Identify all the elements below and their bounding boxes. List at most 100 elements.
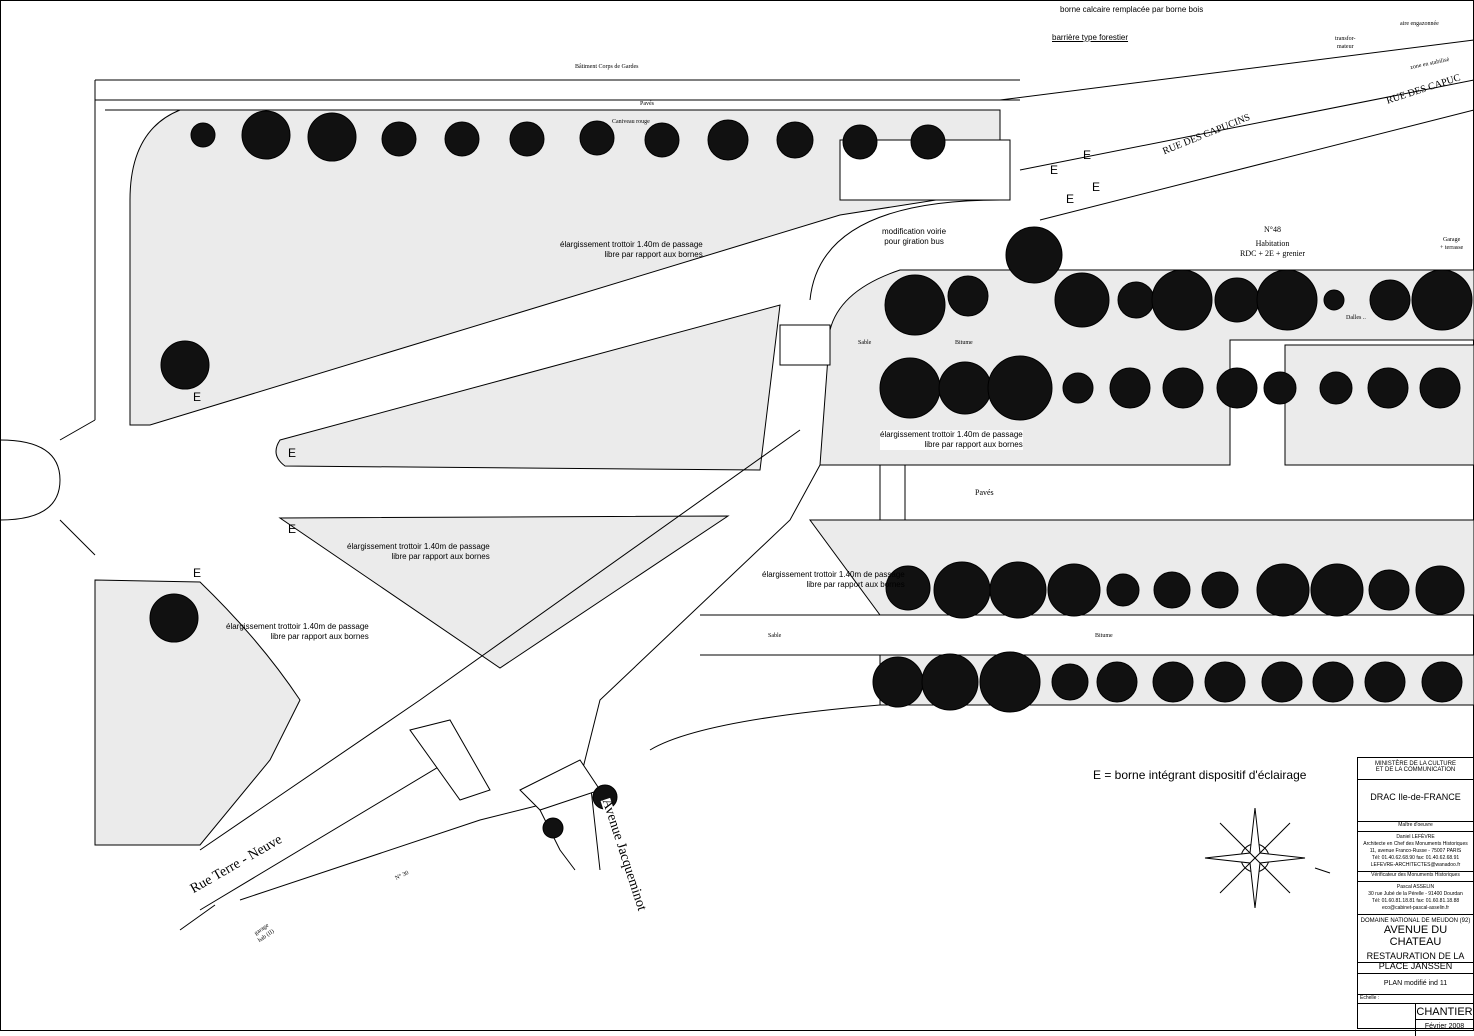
tree-icon: [776, 121, 814, 159]
n48-floors: RDC + 2E + grenier: [1240, 249, 1306, 258]
trees: [149, 110, 1473, 839]
restauration-line-2: PLACE JANSSEN: [1378, 961, 1453, 971]
tree-icon: [979, 651, 1041, 713]
caniveau-label: Caniveau rouge: [612, 119, 650, 125]
tree-icon: [1109, 367, 1151, 409]
elargissement-note-5: élargissement trottoir 1.40m de passage: [226, 622, 369, 631]
tree-icon: [307, 112, 357, 162]
tree-icon: [1415, 565, 1465, 615]
maitre-title: Architecte en Chef des Monuments Histori…: [1363, 841, 1468, 847]
tree-icon: [872, 656, 924, 708]
elargissement-note-1b: libre par rapport aux bornes: [604, 250, 703, 259]
road-lines: [0, 39, 1474, 931]
tree-icon: [1201, 571, 1239, 609]
tree-icon: [885, 565, 931, 611]
plan-label: PLAN modifié ind 11: [1358, 974, 1473, 995]
tree-icon: [579, 120, 615, 156]
tree-icon: [241, 110, 291, 160]
elargissement-note-2: élargissement trottoir 1.40m de passage: [880, 430, 1023, 439]
tree-icon: [1364, 661, 1406, 703]
tree-icon: [1162, 367, 1204, 409]
tree-icon: [542, 817, 564, 839]
verif-phone: Tél: 01.60.81.18.81 fax: 01.60.81.18.88: [1371, 898, 1460, 904]
tree-icon: [707, 119, 749, 161]
tree-icon: [1319, 371, 1353, 405]
tree-icon: [444, 121, 480, 157]
tree-icon: [1047, 563, 1101, 617]
tree-icon: [190, 122, 216, 148]
legend: E = borne intégrant dispositif d'éclaira…: [1093, 768, 1307, 782]
tree-icon: [1151, 269, 1213, 331]
lamp-marker: E: [288, 446, 297, 460]
paves-center-label: Pavés: [975, 488, 994, 497]
tree-icon: [1153, 571, 1191, 609]
tree-icon: [1005, 226, 1063, 284]
giration-callout-2: pour giration bus: [884, 237, 944, 246]
restauration-line-1: RESTAURATION DE LA: [1366, 951, 1465, 961]
tree-icon: [1117, 281, 1155, 319]
sable-label-2: Sable: [768, 633, 782, 639]
tree-icon: [1051, 663, 1089, 701]
lamp-marker: E: [1092, 180, 1101, 194]
tree-icon: [1054, 272, 1110, 328]
elargissement-note-4: élargissement trottoir 1.40m de passage: [762, 570, 905, 579]
tree-icon: [1312, 661, 1354, 703]
maitre-phone: Tél: 01.40.62.68.90 fax: 01.40.62.68.91: [1371, 855, 1460, 861]
lamp-marker: E: [193, 390, 202, 404]
avenue-title: AVENUE DU CHATEAU: [1383, 924, 1448, 948]
tree-icon: [1096, 661, 1138, 703]
tree-icon: [842, 124, 878, 160]
aire-label: aire engazonnée: [1400, 21, 1439, 27]
maitre-email: LEFEVRE-ARCHITECTES@wanadoo.fr: [1370, 862, 1461, 868]
tree-icon: [381, 121, 417, 157]
elargissement-note-2b: libre par rapport aux bornes: [924, 440, 1023, 449]
date-label: Février 2008: [1424, 1023, 1465, 1030]
tree-icon: [938, 361, 992, 415]
transfo-label-2: mateur: [1336, 44, 1354, 50]
tree-icon: [1204, 661, 1246, 703]
ministere-line-1: MINISTÈRE DE LA CULTURE: [1375, 761, 1456, 767]
n48-number: N°48: [1264, 225, 1281, 234]
terrasse-label: + terrasse: [1440, 245, 1464, 251]
elargissement-note-4b: libre par rapport aux bornes: [806, 580, 905, 589]
tree-icon: [1419, 367, 1461, 409]
tree-icon: [989, 561, 1047, 619]
garage-label: Garage: [1442, 237, 1461, 243]
bitume-label-2: Bitume: [1095, 633, 1113, 639]
sable-label: Sable: [858, 340, 872, 346]
drac-label: DRAC Ile-de-FRANCE: [1358, 780, 1473, 822]
tree-icon: [149, 593, 199, 643]
verif-label: Vérificateur des Monuments Historiques: [1358, 872, 1473, 882]
borne-callout: borne calcaire remplacée par borne bois: [1060, 5, 1204, 15]
tree-icon: [1263, 371, 1297, 405]
tree-icon: [160, 340, 210, 390]
tree-icon: [1256, 563, 1310, 617]
tree-icon: [1216, 367, 1258, 409]
elargissement-note-3: élargissement trottoir 1.40m de passage: [347, 542, 490, 551]
elargissement-note-3b: libre par rapport aux bornes: [391, 552, 490, 561]
compass-rose: [1204, 807, 1331, 909]
tree-icon: [509, 121, 545, 157]
verif-email: eco@cabinet-pascal-asselin.fr: [1381, 905, 1450, 911]
tree-icon: [1369, 279, 1411, 321]
tree-icon: [1421, 661, 1463, 703]
domaine-label: DOMAINE NATIONAL DE MEUDON (92): [1360, 918, 1471, 924]
north-lawn: [105, 109, 1001, 426]
central-island: [275, 304, 781, 471]
tree-icon: [1256, 269, 1318, 331]
verif-name: Pascal ASSELIN: [1396, 884, 1435, 890]
south-island: [278, 515, 730, 669]
title-block: MINISTÈRE DE LA CULTURE ET DE LA COMMUNI…: [1357, 757, 1474, 1036]
paves-label: Pavés: [640, 101, 654, 107]
tree-icon: [1411, 269, 1473, 331]
tree-icon: [933, 561, 991, 619]
tree-icon: [1062, 372, 1094, 404]
lamp-marker: E: [288, 522, 297, 536]
verif-address: 30 rue Jubé de la Pérelle - 91400 Dourda…: [1368, 891, 1463, 897]
tree-icon: [1310, 563, 1364, 617]
lamp-marker: E: [1066, 192, 1075, 206]
maitre-name: Daniel LEFÈVRE: [1396, 834, 1435, 840]
maitre-address: 11, avenue Franco-Russe - 75007 PARIS: [1369, 848, 1462, 854]
elargissement-note-5b: libre par rapport aux bornes: [270, 632, 369, 641]
